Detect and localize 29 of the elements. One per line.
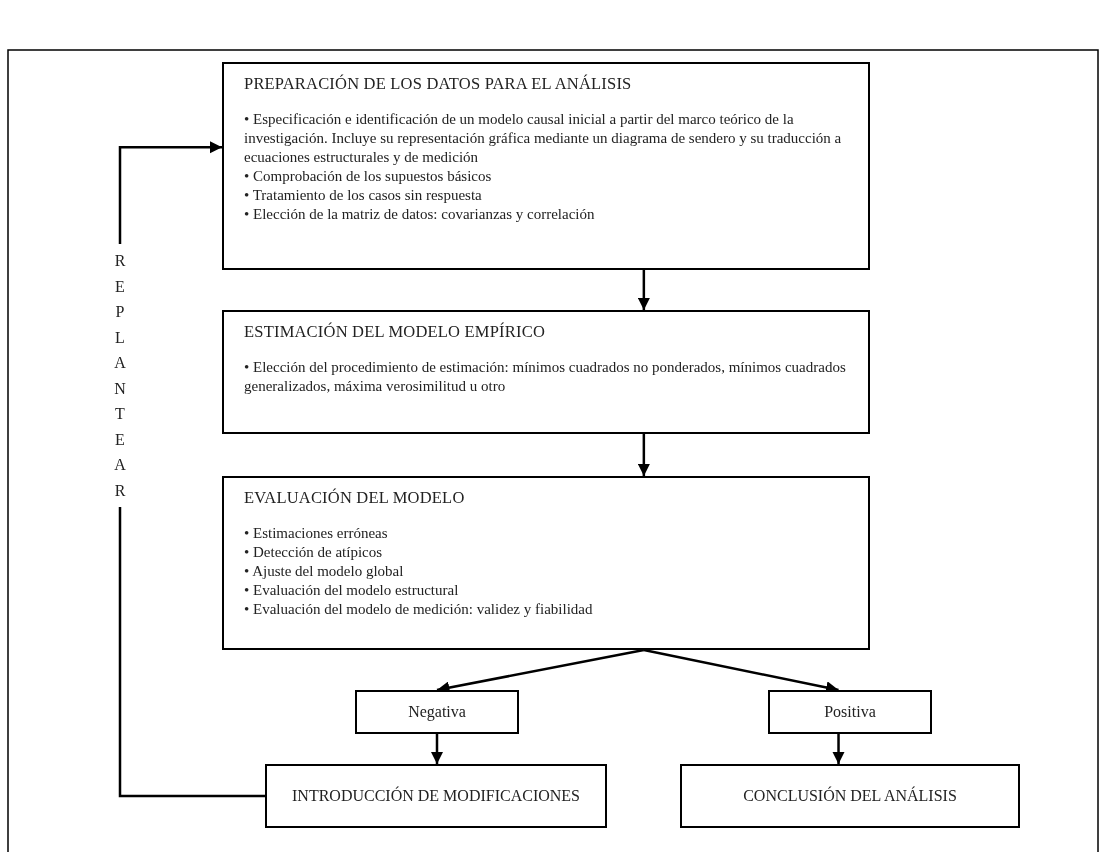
box-label: CONCLUSIÓN DEL ANÁLISIS [743,786,957,806]
arrow [637,270,651,310]
step-box [355,690,519,734]
box-label: INTRODUCCIÓN DE MODIFICACIONES [292,786,580,806]
bullet-item: • Especificación e identificación de un modelo causal inicial a partir del marco teórico de la investigación. Incluye su representación gráfica mediante un diagrama de sendero y su traducción a ecuaciones estructurales y de medición [244,110,843,167]
process-box [222,476,870,650]
arrow [430,734,444,764]
step-box [768,690,932,734]
bullet-item: • Estimaciones erróneas [244,524,389,543]
bullet-item: • Detección de atípicos [244,543,384,562]
box-heading: EVALUACIÓN DEL MODELO [244,488,466,508]
edge-label: REPLANTEAR [112,244,128,508]
bullet-item: • Elección de la matriz de datos: covarianzas y correlación [244,205,596,224]
bullet-item: • Evaluación del modelo de medición: validez y fiabilidad [244,600,594,619]
arrow [832,734,845,764]
box-heading: PREPARACIÓN DE LOS DATOS PARA EL ANÁLISIS [244,74,633,94]
box-heading: ESTIMACIÓN DEL MODELO EMPÍRICO [244,322,546,342]
bullet-item: • Elección del procedimiento de estimación: mínimos cuadrados no ponderados, mínimos cuadrados generalizados, máxima verosimilitud u otro [244,358,847,396]
step-box [265,764,607,828]
box-label: Positiva [824,702,876,722]
process-box [222,310,870,434]
bullet-item: • Ajuste del modelo global [244,562,405,581]
bullet-item: • Tratamiento de los casos sin respuesta [244,186,483,205]
bullet-item: • Comprobación de los supuestos básicos [244,167,493,186]
step-box [680,764,1020,828]
arrow [637,434,651,476]
bullet-item: • Evaluación del modelo estructural [244,581,460,600]
process-box [222,62,870,270]
box-label: Negativa [408,702,466,722]
